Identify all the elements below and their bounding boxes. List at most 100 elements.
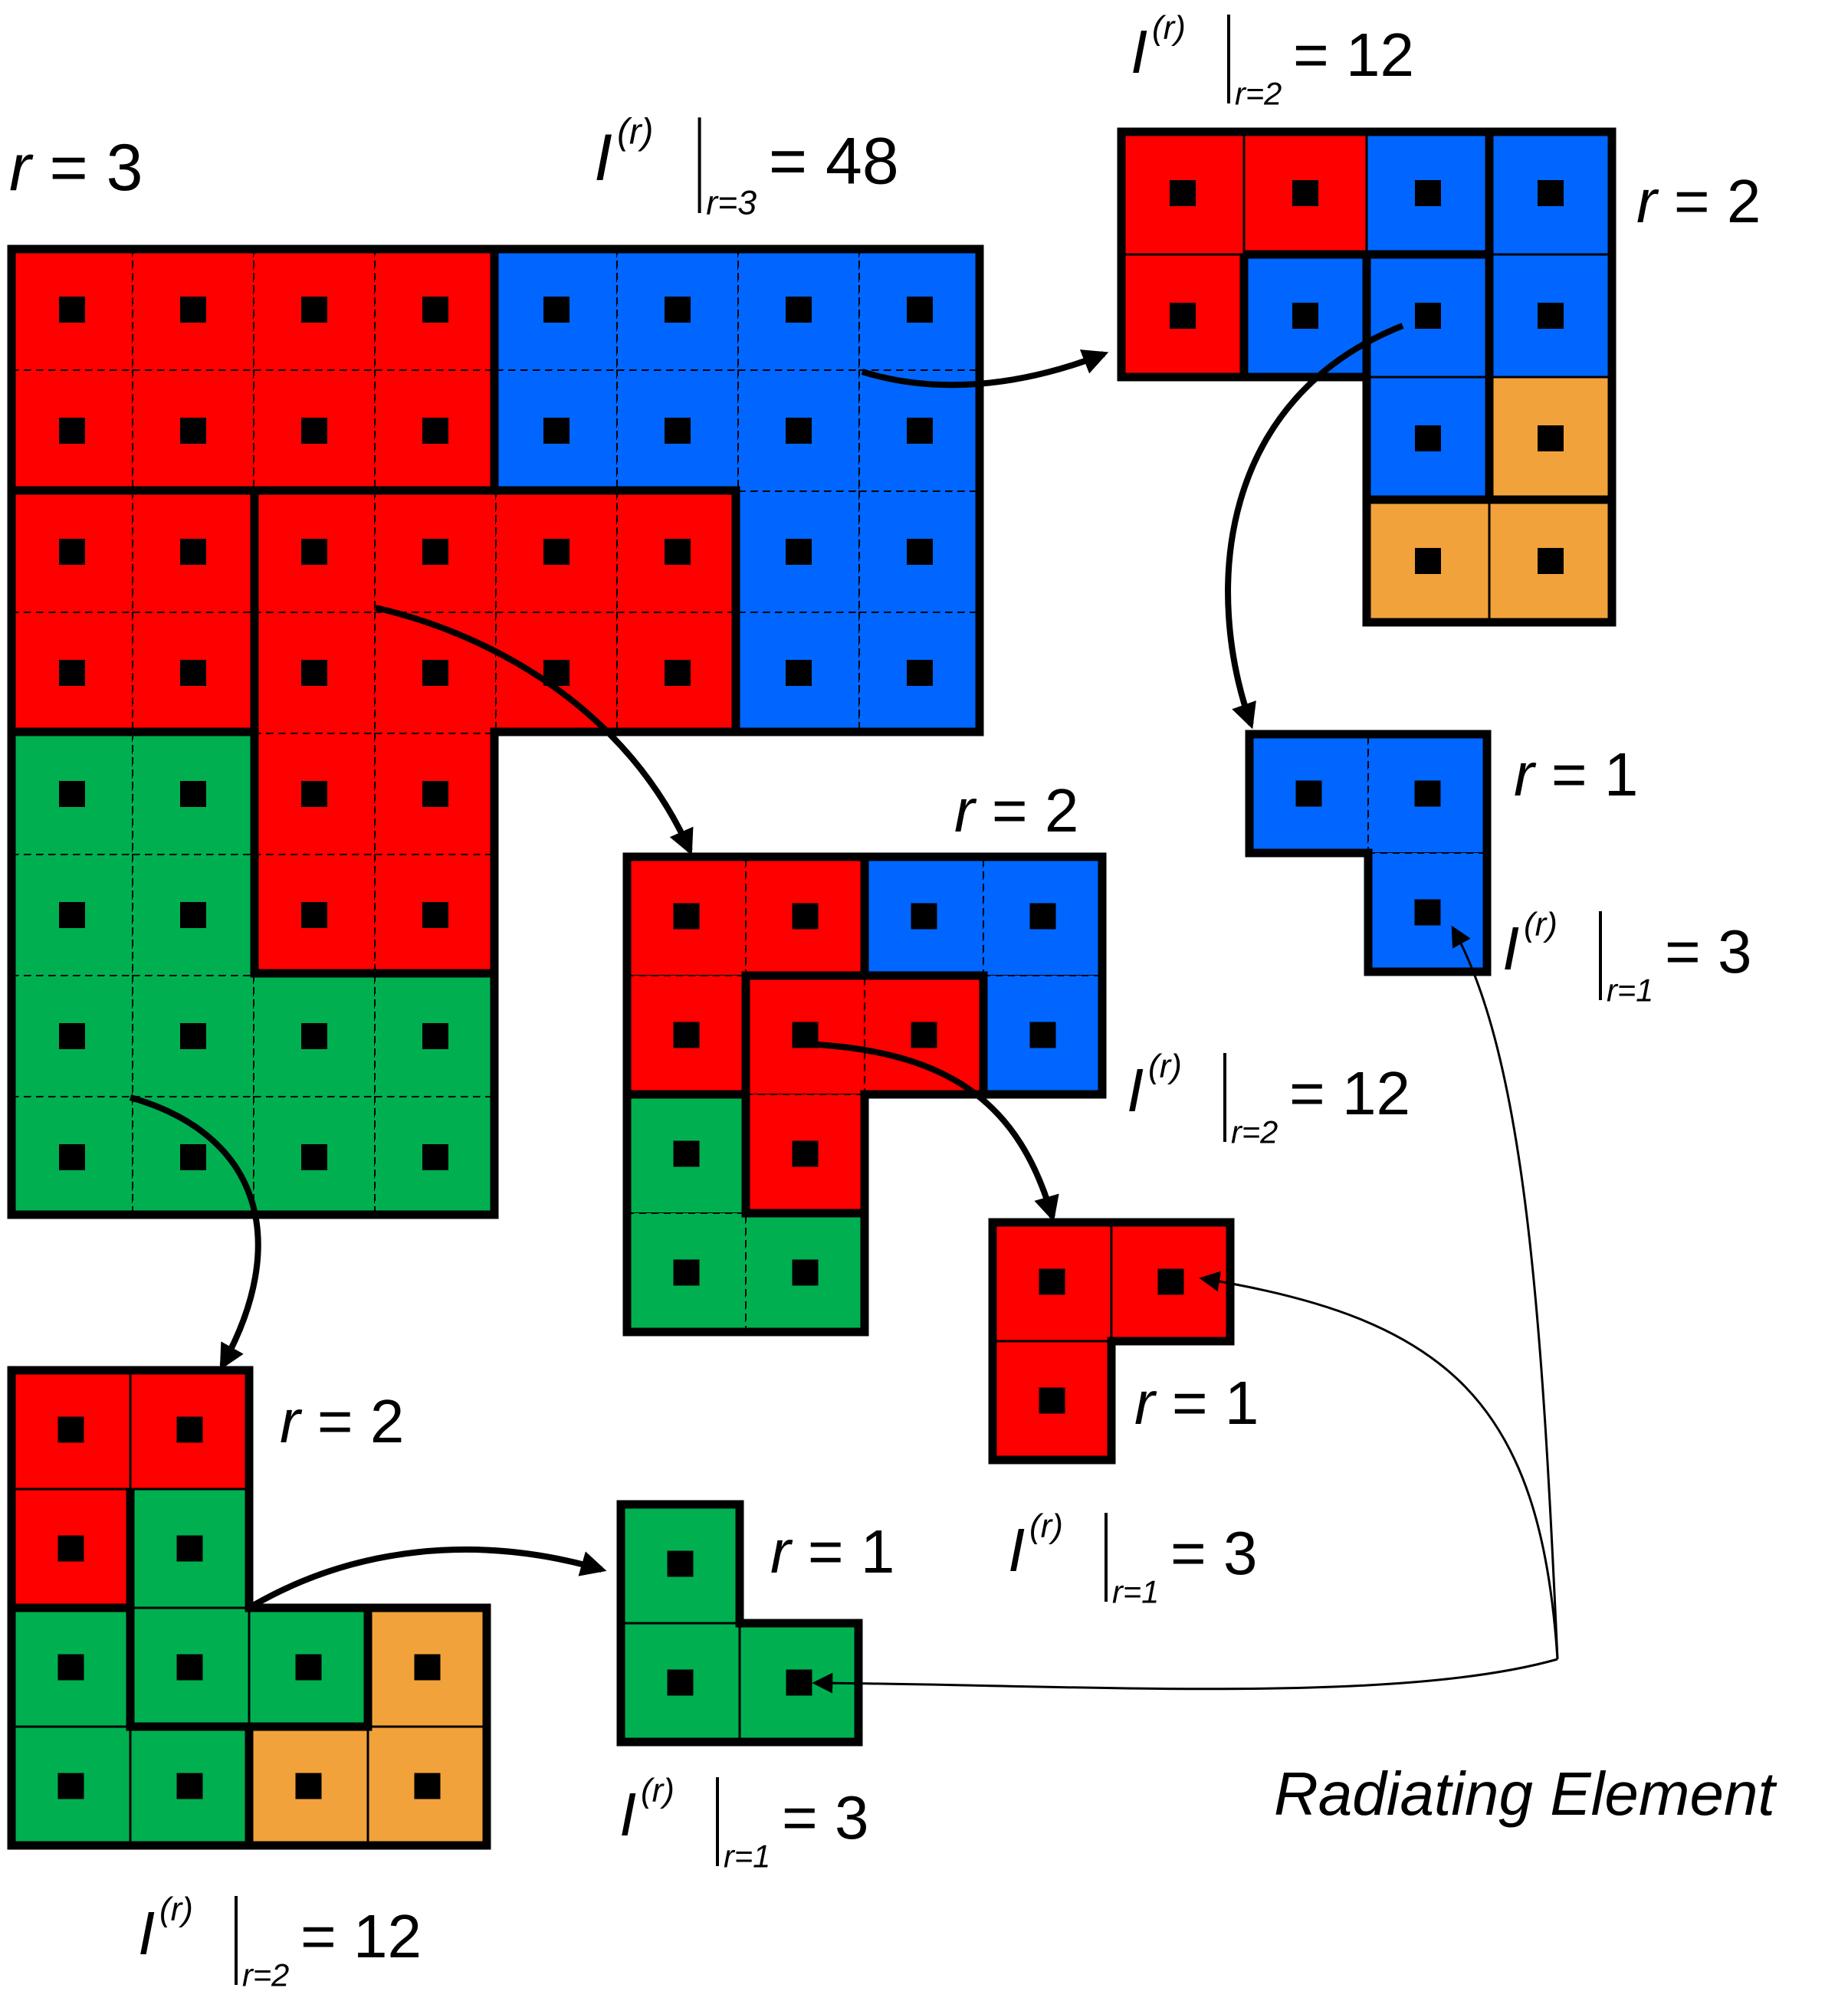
radiating-element [1538,303,1564,329]
radiating-element [1029,903,1056,930]
radiating-element [786,1669,812,1696]
radiating-element [673,1259,700,1286]
pointer-bottom-small-element [812,1658,1558,1694]
radiating-element [786,660,812,686]
radiating-element [673,903,700,930]
radiating-element [907,418,933,444]
pointer-right-small-element [1451,925,1559,1660]
radiating-element [414,1773,441,1799]
radiating-element [543,297,569,323]
radiating-element [176,1535,203,1562]
count-subscript: r=1 [1607,973,1653,1009]
arrow-top-blue-to-right-upper [861,349,1109,389]
count-superscript: (r) [1148,1048,1182,1085]
radiating-element [414,1654,441,1681]
radiating-element [59,418,85,444]
radiating-element [543,539,569,565]
level-label-bottom-left: r = 2 [280,1387,404,1455]
radiating-element [59,660,85,686]
radiating-element [792,903,819,930]
radiating-element [665,418,691,444]
middle-grid [626,856,1103,1333]
radiating-element [1170,303,1196,329]
count-value: = 12 [1289,1059,1410,1127]
radiating-element [301,1144,327,1170]
count-value: = 3 [782,1783,868,1852]
labels: r = 3 r = 2 r = 2 r = 2 r = 1 r = 1 r = … [9,131,1777,1828]
count-symbol: I [1127,1056,1144,1124]
radiating-element [422,297,448,323]
radiating-element [792,1259,819,1286]
radiating-element [792,1140,819,1167]
radiating-element [911,903,937,930]
subarray-outline [7,244,984,1219]
bottom-small-grid [619,1503,860,1743]
element-count-top-level: I(r)r=3= 48 [594,112,899,222]
count-subscript: r=2 [1235,76,1282,112]
count-superscript: (r) [1152,9,1186,47]
radiating-element [59,1144,85,1170]
count-superscript: (r) [159,1891,193,1928]
radiating-element [301,902,327,928]
element-count-right-upper: I(r)r=2= 12 [1131,9,1414,112]
count-subscript: r=1 [724,1839,770,1875]
radiating-element [907,539,933,565]
radiating-element [422,902,448,928]
subarray-outline [7,1366,491,1850]
radiating-element [665,539,691,565]
radiating-element [665,297,691,323]
radiating-element [180,1023,206,1049]
radiating-element [422,781,448,807]
middle-small-grid [991,1221,1232,1461]
radiating-element [57,1416,84,1443]
radiating-element [907,297,933,323]
radiating-element [1538,425,1564,451]
radiating-element [180,539,206,565]
radiating-element [422,539,448,565]
radiating-element [1415,303,1441,329]
radiating-element [667,1550,694,1577]
level-label-right-upper: r = 2 [1636,167,1761,235]
level-label-top: r = 3 [9,131,143,205]
arrow-top-red-to-middle [375,605,694,856]
element-count-middle: I(r) r=2 = 12 [1127,1048,1410,1150]
radiating-element [673,1022,700,1048]
radiating-element [786,297,812,323]
arrow-middle-to-middle-small [801,1041,1059,1222]
radiating-element [907,660,933,686]
subarray-outline [126,1489,249,1731]
count-value: = 12 [1293,21,1414,89]
radiating-element [180,781,206,807]
level-label-bottom-small: r = 1 [770,1517,894,1586]
count-value: = 12 [300,1902,422,1970]
element-count-bottom-left: I(r)r=2= 12 [138,1891,422,1993]
pointer-middle-small-element [1199,1271,1559,1660]
level-label-middle: r = 2 [954,776,1078,845]
level-label-middle-small: r = 1 [1134,1369,1259,1437]
radiating-element [1414,780,1441,807]
radiating-element [422,1144,448,1170]
radiating-element [1415,180,1441,206]
count-subscript: r=2 [1231,1114,1278,1150]
count-value: = 48 [769,124,899,198]
subarray-outline [1367,377,1494,504]
count-subscript: r=3 [706,185,757,222]
count-superscript: (r) [1524,906,1558,943]
subarray-cell [619,1622,741,1743]
radiating-element [1415,425,1441,451]
radiating-element [57,1773,84,1799]
count-symbol: I [1008,1516,1025,1584]
radiating-element [295,1773,322,1799]
radiating-element [301,297,327,323]
subarray-outline [616,1500,863,1747]
radiating-element [422,418,448,444]
element-count-middle-small: I(r)r=1= 3 [1008,1507,1257,1610]
count-value: = 3 [1665,917,1751,986]
radiating-element [59,297,85,323]
radiating-element [59,902,85,928]
count-superscript: (r) [641,1772,675,1809]
radiating-element [422,660,448,686]
radiating-element [180,902,206,928]
count-superscript: (r) [617,112,653,153]
